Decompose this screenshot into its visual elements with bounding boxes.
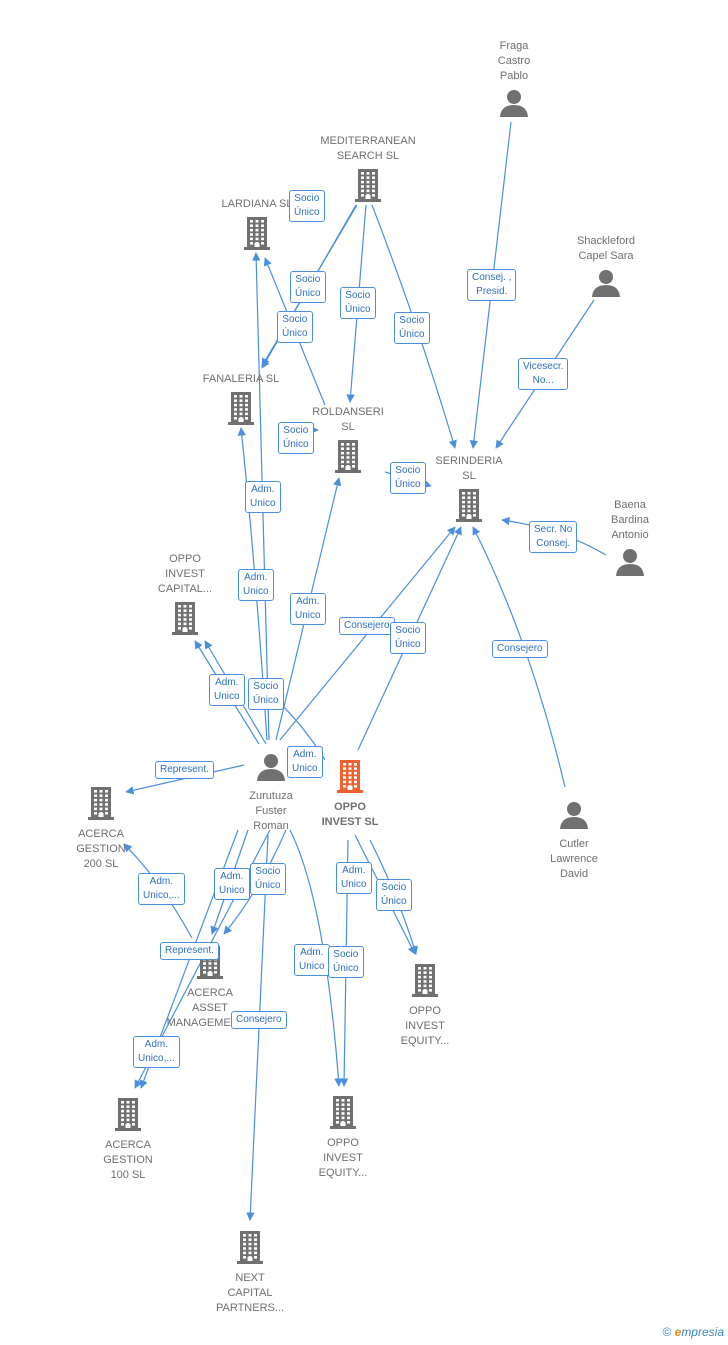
edge-label[interactable]: Socio Único — [340, 287, 376, 319]
node-label: Zurutuza Fuster Roman — [249, 790, 293, 832]
node-oppo-capital[interactable]: OPPO INVEST CAPITAL... — [125, 552, 245, 640]
building-icon — [409, 488, 529, 527]
edge-label[interactable]: Socio Único — [394, 312, 430, 344]
node-oppo-equity2[interactable]: OPPO INVEST EQUITY... — [283, 1095, 403, 1181]
node-label: ROLDANSERI SL — [312, 406, 384, 433]
node-roldanseri[interactable]: ROLDANSERI SL — [288, 405, 408, 478]
node-label: Baena Bardina Antonio — [611, 499, 649, 541]
building-icon — [197, 216, 317, 255]
building-icon — [365, 963, 485, 1002]
node-label: MEDITERRANEAN SEARCH SL — [320, 135, 416, 162]
node-fanaleria[interactable]: FANALERIA SL — [181, 372, 301, 430]
node-zurutuza[interactable]: Zurutuza Fuster Roman — [211, 752, 331, 834]
building-icon — [283, 1095, 403, 1134]
edge-label[interactable]: Socio Único — [248, 678, 284, 710]
node-acerca100[interactable]: ACERCA GESTION 100 SL — [68, 1097, 188, 1183]
node-oppo-invest[interactable]: OPPO INVEST SL — [290, 759, 410, 830]
node-label: ACERCA GESTION 100 SL — [103, 1139, 153, 1181]
person-icon — [454, 88, 574, 123]
edge-label[interactable]: Represent. — [160, 942, 219, 960]
node-label: SERINDERIA SL — [435, 455, 503, 482]
edge-label[interactable]: Consejero — [492, 640, 548, 658]
edge-label[interactable]: Adm. Unico — [209, 674, 245, 706]
edge-label[interactable]: Socio Único — [328, 946, 364, 978]
node-label: FANALERIA SL — [202, 373, 280, 385]
node-cutler[interactable]: Cutler Lawrence David — [514, 800, 634, 882]
edge-label[interactable]: Consej. , Presid. — [467, 269, 517, 301]
edge-label[interactable]: Socio Único — [250, 863, 286, 895]
node-label: OPPO INVEST EQUITY... — [400, 1005, 450, 1047]
edge-label[interactable]: Socio Único — [390, 462, 426, 494]
edge-label[interactable]: Socio Único — [278, 422, 314, 454]
edge-label[interactable]: Adm. Unico — [214, 868, 250, 900]
building-icon — [125, 601, 245, 640]
node-lardiana[interactable]: LARDIANA SL — [197, 197, 317, 255]
node-label: Cutler Lawrence David — [550, 838, 598, 880]
node-label: OPPO INVEST SL — [321, 801, 379, 828]
edge-label[interactable]: Adm. Unico — [287, 746, 323, 778]
edge-label[interactable]: Secr. No Consej. — [529, 521, 578, 553]
edge-e12 — [252, 252, 270, 741]
edge-label[interactable]: Consejero — [339, 617, 395, 635]
edge-label[interactable]: Socio Único — [376, 879, 412, 911]
node-next-capital[interactable]: NEXT CAPITAL PARTNERS... — [190, 1230, 310, 1316]
edge-label[interactable]: Adm. Unico,... — [133, 1036, 180, 1068]
person-icon — [546, 268, 666, 303]
brand-logo-text: mpresia — [681, 1325, 724, 1339]
edge-label[interactable]: Socio Único — [277, 311, 313, 343]
building-icon — [41, 786, 161, 825]
brand-logo-e: e — [674, 1325, 682, 1339]
node-label: NEXT CAPITAL PARTNERS... — [215, 1272, 285, 1314]
node-fraga[interactable]: Fraga Castro Pablo — [454, 39, 574, 123]
edge-e25 — [289, 829, 343, 1087]
node-label: OPPO INVEST CAPITAL... — [157, 553, 213, 595]
edge-label[interactable]: Adm. Unico — [290, 593, 326, 625]
person-icon — [514, 800, 634, 835]
building-icon — [290, 759, 410, 798]
node-shackleford[interactable]: Shackleford Capel Sara — [546, 234, 666, 303]
edge-label[interactable]: Represent. — [155, 761, 214, 779]
building-icon — [181, 391, 301, 430]
edge-label[interactable]: Socio Único — [290, 271, 326, 303]
edge-label[interactable]: Consejero — [231, 1011, 287, 1029]
edge-label[interactable]: Adm. Unico — [294, 944, 330, 976]
building-icon — [68, 1097, 188, 1136]
edge-label[interactable]: Adm. Unico — [245, 481, 281, 513]
person-icon — [570, 547, 690, 582]
edge-label[interactable]: Adm. Unico — [238, 569, 274, 601]
node-label: Fraga Castro Pablo — [497, 40, 531, 82]
person-icon — [211, 752, 331, 787]
node-acerca200[interactable]: ACERCA GESTION 200 SL — [41, 786, 161, 872]
edge-label[interactable]: Socio Único — [289, 190, 325, 222]
node-mediterranean[interactable]: MEDITERRANEAN SEARCH SL — [308, 134, 428, 207]
edge-label[interactable]: Adm. Unico,... — [138, 873, 185, 905]
copyright-icon: © — [662, 1325, 672, 1339]
node-label: ACERCA GESTION 200 SL — [76, 828, 126, 870]
empresia-brand[interactable]: © empresia — [662, 1325, 724, 1339]
node-baena[interactable]: Baena Bardina Antonio — [570, 498, 690, 582]
building-icon — [288, 439, 408, 478]
edge-label[interactable]: Socio Único — [390, 622, 426, 654]
node-serinderia[interactable]: SERINDERIA SL — [409, 454, 529, 527]
edge-label[interactable]: Adm. Unico — [336, 862, 372, 894]
node-oppo-equity1[interactable]: OPPO INVEST EQUITY... — [365, 963, 485, 1049]
edge-label[interactable]: Vicesecr. No... — [518, 358, 569, 390]
node-label: OPPO INVEST EQUITY... — [318, 1137, 368, 1179]
building-icon — [308, 168, 428, 207]
node-label: Shackleford Capel Sara — [576, 235, 636, 262]
building-icon — [190, 1230, 310, 1269]
